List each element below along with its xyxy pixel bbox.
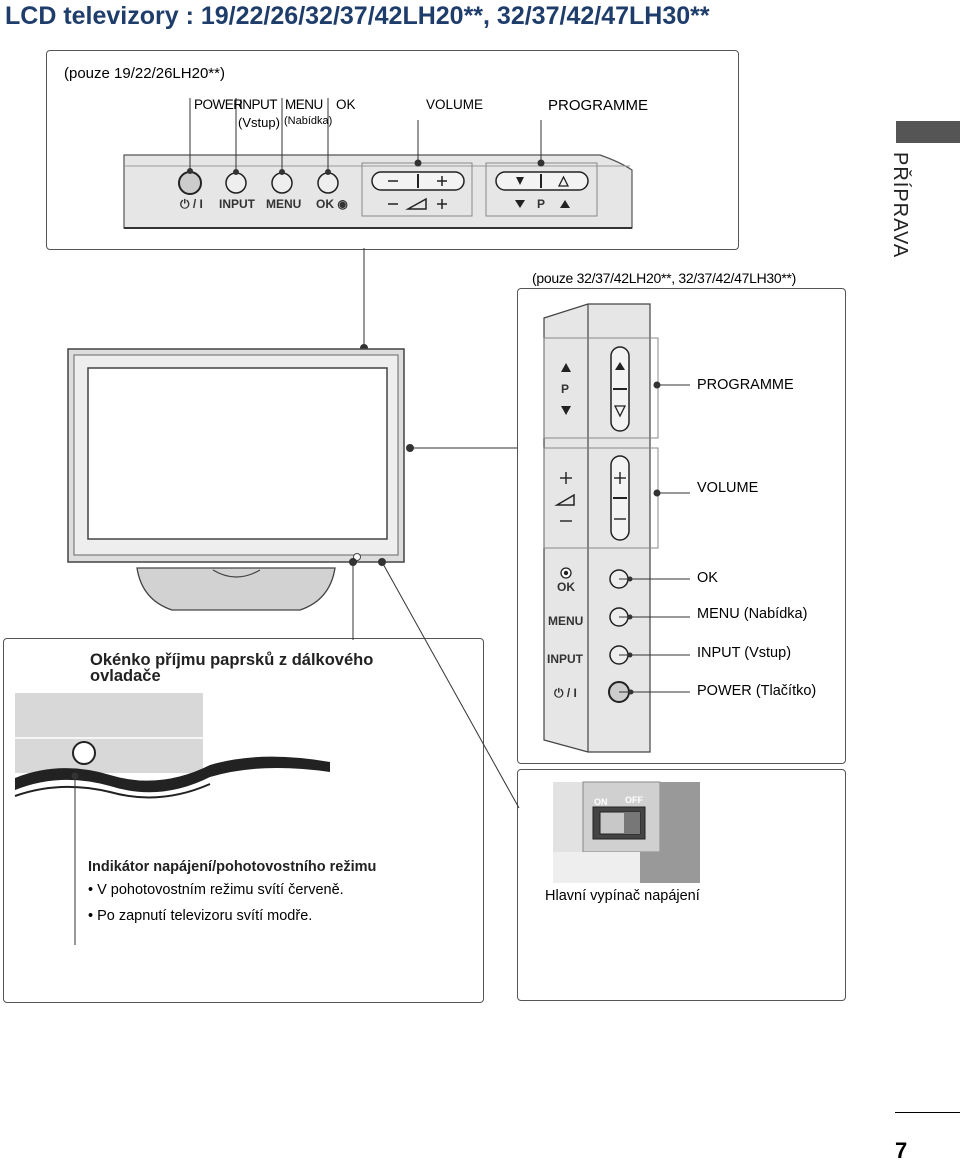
side-panel-strip xyxy=(543,303,659,753)
caption-menu: MENU xyxy=(266,197,302,211)
label-power: POWER xyxy=(194,97,243,112)
page-title: LCD televizory : 19/22/26/32/37/42LH20**… xyxy=(5,2,710,30)
section-tab-marker xyxy=(896,121,960,143)
caption-prog-p: P xyxy=(537,197,546,211)
indicator-title: Indikátor napájení/pohotovostního režimu xyxy=(88,859,377,875)
remote-sensor-title: Okénko příjmu paprsků z dálkového ovlada… xyxy=(90,651,374,685)
side-panel-model-note: (pouze 32/37/42LH20**, 32/37/42/47LH30**… xyxy=(532,270,797,286)
side-caption-menu: MENU xyxy=(548,614,584,628)
power-switch-illustration xyxy=(553,781,700,883)
label-input-sub: (Vstup) xyxy=(238,115,280,130)
side-label-ok: OK xyxy=(697,570,718,586)
label-menu-sub: (Nabídka) xyxy=(284,115,333,127)
label-programme: PROGRAMME xyxy=(548,97,649,114)
label-menu: MENU xyxy=(285,97,323,112)
side-label-power: POWER (Tlačítko) xyxy=(697,683,816,699)
side-label-input-sub: (Vstup) xyxy=(744,645,792,661)
side-label-power-main: POWER xyxy=(697,683,752,699)
indicator-bullet-standby: • V pohotovostním režimu svítí červeně. xyxy=(88,882,344,898)
switch-on-label: ON xyxy=(594,797,608,807)
side-caption-power: ⏻ / I xyxy=(554,686,577,700)
top-panel-model-note: (pouze 19/22/26LH20**) xyxy=(64,65,225,82)
side-label-menu-sub: (Nabídka) xyxy=(743,606,808,622)
switch-off-label: OFF xyxy=(625,795,643,805)
section-tab-label: PŘÍPRAVA xyxy=(889,152,911,259)
section-tab: PŘÍPRAVA xyxy=(878,152,938,272)
top-panel-strip xyxy=(123,154,633,229)
side-caption-p: P xyxy=(561,382,570,396)
side-caption-input: INPUT xyxy=(547,652,583,666)
side-label-power-sub: (Tlačítko) xyxy=(755,683,817,699)
side-label-volume: VOLUME xyxy=(697,480,759,496)
label-volume: VOLUME xyxy=(426,97,484,112)
sensor-closeup xyxy=(14,693,330,945)
tv-illustration xyxy=(67,348,405,611)
indicator-bullet-on: • Po zapnutí televizoru svítí modře. xyxy=(88,908,313,924)
caption-power: ⏻ / I xyxy=(180,197,203,211)
side-label-menu: MENU (Nabídka) xyxy=(697,606,807,622)
caption-input: INPUT xyxy=(219,197,255,211)
side-label-menu-main: MENU xyxy=(697,606,740,622)
side-label-input: INPUT (Vstup) xyxy=(697,645,791,661)
side-caption-ok: OK xyxy=(557,580,575,594)
side-label-programme: PROGRAMME xyxy=(697,377,794,393)
caption-ok: OK ◉ xyxy=(316,197,348,211)
label-input: INPUT xyxy=(239,97,278,112)
power-switch-caption: Hlavní vypínač napájení xyxy=(545,888,700,904)
side-label-input-main: INPUT xyxy=(697,645,741,661)
page-number-rule xyxy=(895,1112,960,1113)
label-ok: OK xyxy=(336,97,356,112)
page-number: 7 xyxy=(895,1138,908,1163)
